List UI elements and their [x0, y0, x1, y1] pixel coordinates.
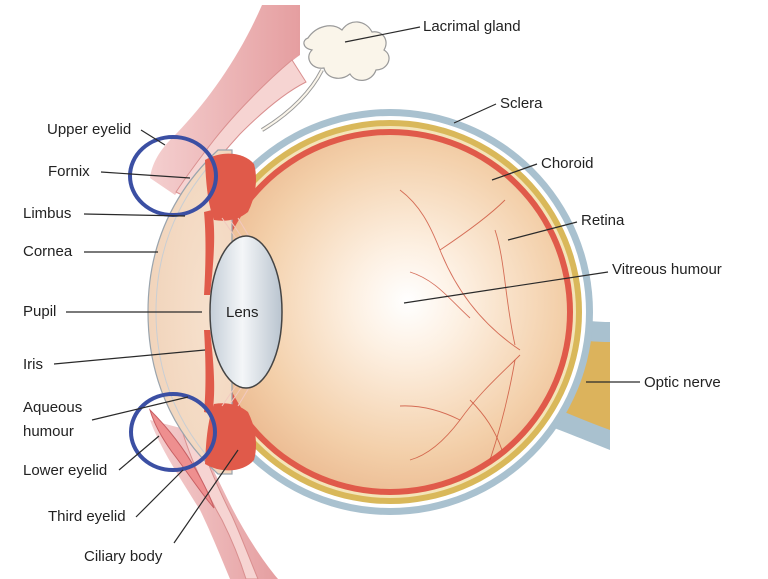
retinal-vessels [399, 189, 521, 461]
lacrimal-gland-shape [303, 21, 390, 81]
lens-shape [209, 235, 283, 389]
label-lacrimal-gland: Lacrimal gland [423, 18, 521, 35]
label-fornix: Fornix [48, 163, 90, 180]
label-limbus: Limbus [23, 205, 71, 222]
fornix-highlight-circle [128, 135, 218, 217]
label-choroid: Choroid [541, 155, 594, 172]
label-iris: Iris [23, 356, 43, 373]
vitreous-humour [213, 135, 567, 489]
leader-lines [53, 26, 640, 544]
label-pupil: Pupil [23, 303, 56, 320]
label-cornea: Cornea [23, 243, 73, 260]
upper-eyelid-tissue [150, 5, 300, 195]
lower-fornix-highlight-circle [129, 392, 217, 472]
ciliary-body-upper [205, 153, 256, 221]
label-third-eyelid: Third eyelid [48, 508, 126, 525]
iris-upper [204, 210, 215, 295]
label-lower-eyelid: Lower eyelid [23, 462, 107, 479]
label-aqueous-humour-line1: Aqueous [23, 399, 82, 416]
label-upper-eyelid: Upper eyelid [47, 121, 131, 138]
third-eyelid-shape [148, 408, 215, 509]
label-sclera: Sclera [500, 95, 543, 112]
label-retina: Retina [581, 212, 625, 229]
label-aqueous-humour-line2: humour [23, 423, 74, 440]
label-lens: Lens [226, 304, 259, 321]
label-vitreous-humour: Vitreous humour [612, 261, 722, 278]
label-ciliary-body: Ciliary body [84, 548, 163, 565]
label-optic-nerve: Optic nerve [644, 374, 721, 391]
ciliary-body-lower [205, 403, 256, 471]
iris-lower [204, 330, 215, 414]
